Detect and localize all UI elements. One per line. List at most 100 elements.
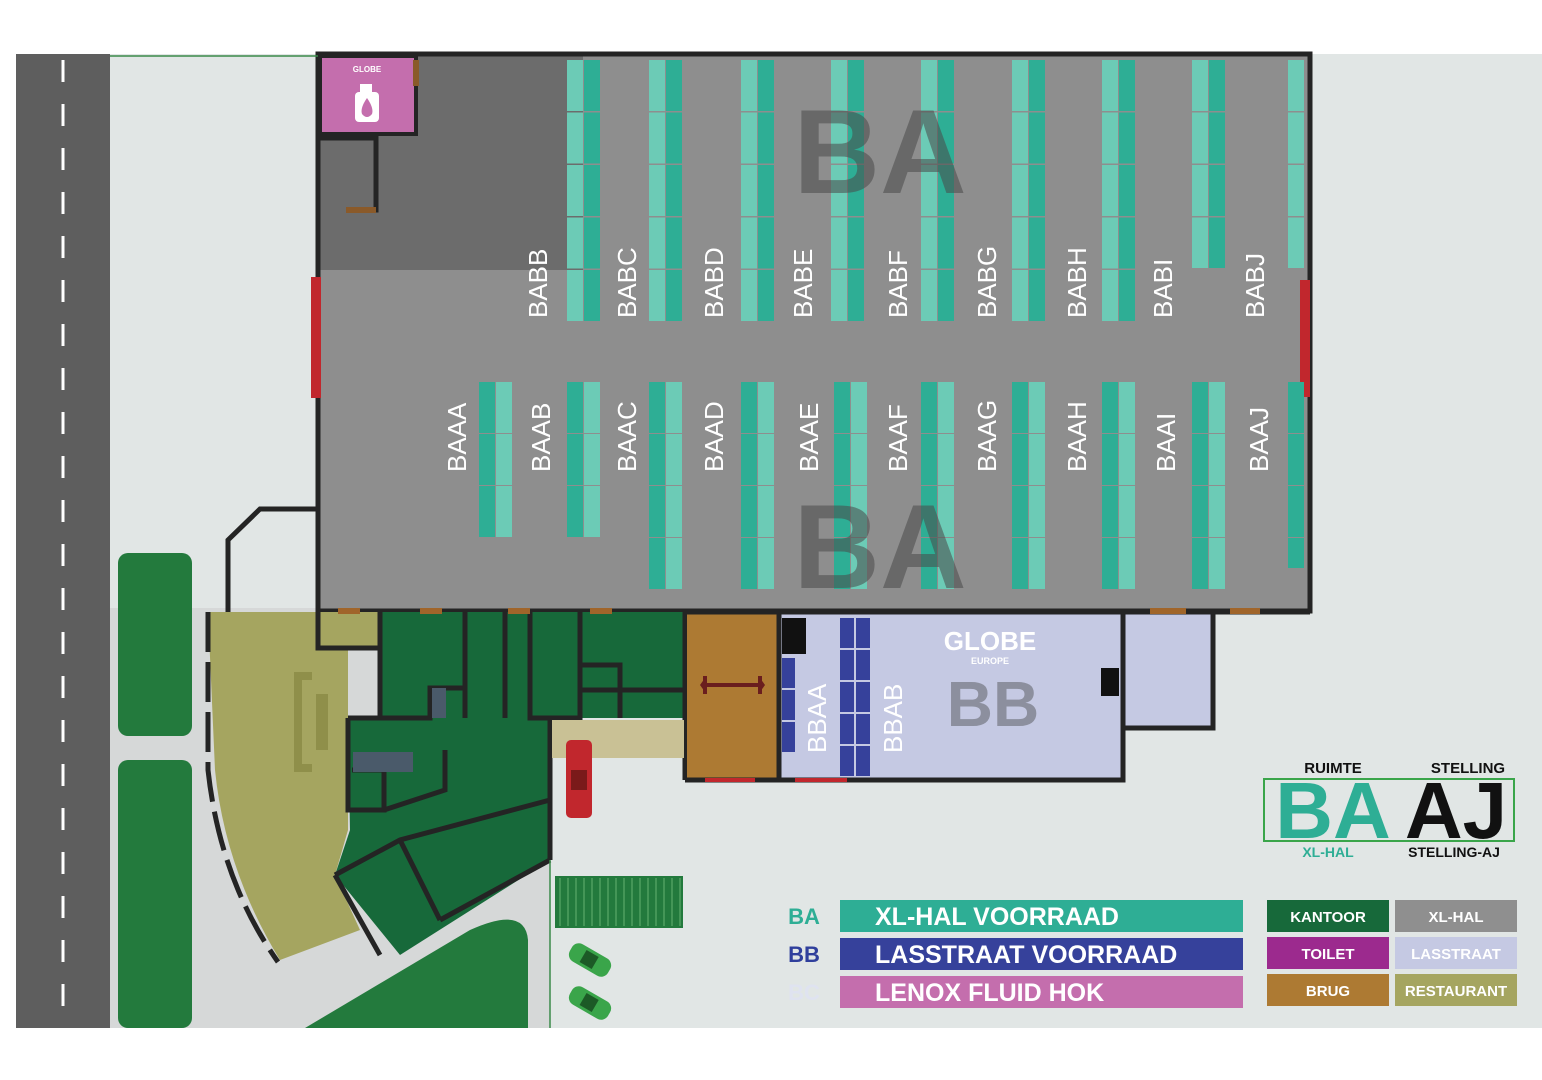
rack-group [479, 60, 1304, 589]
rack-bay [758, 486, 774, 537]
rack-bay [758, 434, 774, 485]
rack-bay [1209, 382, 1225, 433]
rack-bay [1012, 486, 1028, 537]
rack-bay [1288, 382, 1304, 433]
rack-bay [1012, 382, 1028, 433]
rack-bay [1102, 217, 1118, 269]
rack-bay [567, 60, 583, 111]
rack-bay [584, 165, 600, 216]
rack-bay [848, 165, 864, 216]
area-key-swatch [1395, 900, 1517, 932]
aisle-label: BAAG [972, 400, 1002, 472]
rack-bay [938, 217, 954, 269]
rack-bay [921, 217, 937, 269]
rack-bay [741, 434, 757, 485]
rack-bay [840, 682, 854, 712]
rack-bay [758, 165, 774, 216]
rack-bay [649, 382, 665, 433]
rack-bay [921, 486, 937, 537]
rack-bay [1288, 486, 1304, 537]
rack-bay [741, 486, 757, 537]
black-machine [782, 618, 806, 654]
rack-bay [1029, 486, 1045, 537]
rack-bay [851, 434, 867, 485]
parked-car-2 [568, 986, 612, 1020]
rack-bay [782, 658, 795, 688]
black-machine-2 [1101, 668, 1119, 696]
rack-bay [567, 270, 583, 321]
rack-bay [496, 382, 512, 433]
rack-bay [1119, 270, 1135, 321]
rack-bay [834, 382, 850, 433]
rack-bay [1029, 538, 1045, 589]
aisle-label: BBAB [878, 684, 908, 753]
area-key-label: XL-HAL [1429, 909, 1484, 926]
rack-bay [1102, 270, 1118, 321]
rack-bay [1192, 165, 1208, 216]
legend-label: XL-HAL VOORRAAD [875, 903, 1119, 931]
rack-bay [741, 60, 757, 111]
parked-car-1 [568, 943, 612, 977]
rack-bay [840, 650, 854, 680]
rack-bay [1119, 165, 1135, 216]
rack-bay [1192, 434, 1208, 485]
rack-bay [1119, 486, 1135, 537]
rack-bay [856, 618, 870, 648]
rack-bay [666, 270, 682, 321]
rack-bay [1012, 165, 1028, 216]
rack-bay [666, 112, 682, 164]
stelling-code: AJ [1405, 766, 1507, 855]
rack-bay [666, 434, 682, 485]
aisle-label: BAAF [883, 404, 913, 472]
rack-bay [938, 165, 954, 216]
door-inner [346, 207, 376, 213]
rack-bay [1288, 434, 1304, 485]
rack-bay [831, 270, 847, 321]
rack-bay [840, 746, 854, 776]
rack-bay [938, 434, 954, 485]
door-markers-red [705, 778, 847, 782]
door-east [1300, 280, 1310, 397]
rack-bay [567, 382, 583, 433]
bb-racks [782, 618, 870, 776]
aisle-label: BBAA [802, 683, 832, 753]
aisle-label: BAAE [794, 403, 824, 472]
rack-bay [567, 112, 583, 164]
rack-bay [649, 165, 665, 216]
rack-bay [831, 217, 847, 269]
rack-bay [1288, 60, 1304, 111]
area-key-label: KANTOOR [1290, 909, 1366, 926]
rack-bay [848, 217, 864, 269]
door-west [311, 277, 321, 398]
area-key-swatch [1395, 974, 1517, 1006]
ruimte-label: RUIMTE [1304, 760, 1362, 777]
fluid-drop-icon [361, 98, 373, 117]
rack-bay [921, 434, 937, 485]
rack-bay [649, 486, 665, 537]
rack-bay [1102, 434, 1118, 485]
rack-bay [938, 60, 954, 111]
stelling-sub: STELLING-AJ [1408, 844, 1500, 860]
rack-bay [1029, 270, 1045, 321]
brug [687, 614, 779, 778]
rack-bay [649, 270, 665, 321]
area-key-swatch [1267, 900, 1389, 932]
rack-bay [856, 746, 870, 776]
rack-bay [1102, 165, 1118, 216]
office-cabinet [432, 688, 446, 718]
rack-bay [1192, 486, 1208, 537]
aisle-label: BAAI [1151, 413, 1181, 472]
aisle-label: BABF [883, 250, 913, 318]
rack-bay [851, 382, 867, 433]
rack-bay [1119, 382, 1135, 433]
rack-bay [1119, 538, 1135, 589]
rack-bay [666, 60, 682, 111]
area-key-swatch [1267, 937, 1389, 969]
rack-bay [1288, 112, 1304, 164]
rack-bay [782, 722, 795, 752]
door-pink [413, 60, 419, 86]
rack-bay [741, 112, 757, 164]
rack-bay [567, 434, 583, 485]
rack-bay [1029, 382, 1045, 433]
